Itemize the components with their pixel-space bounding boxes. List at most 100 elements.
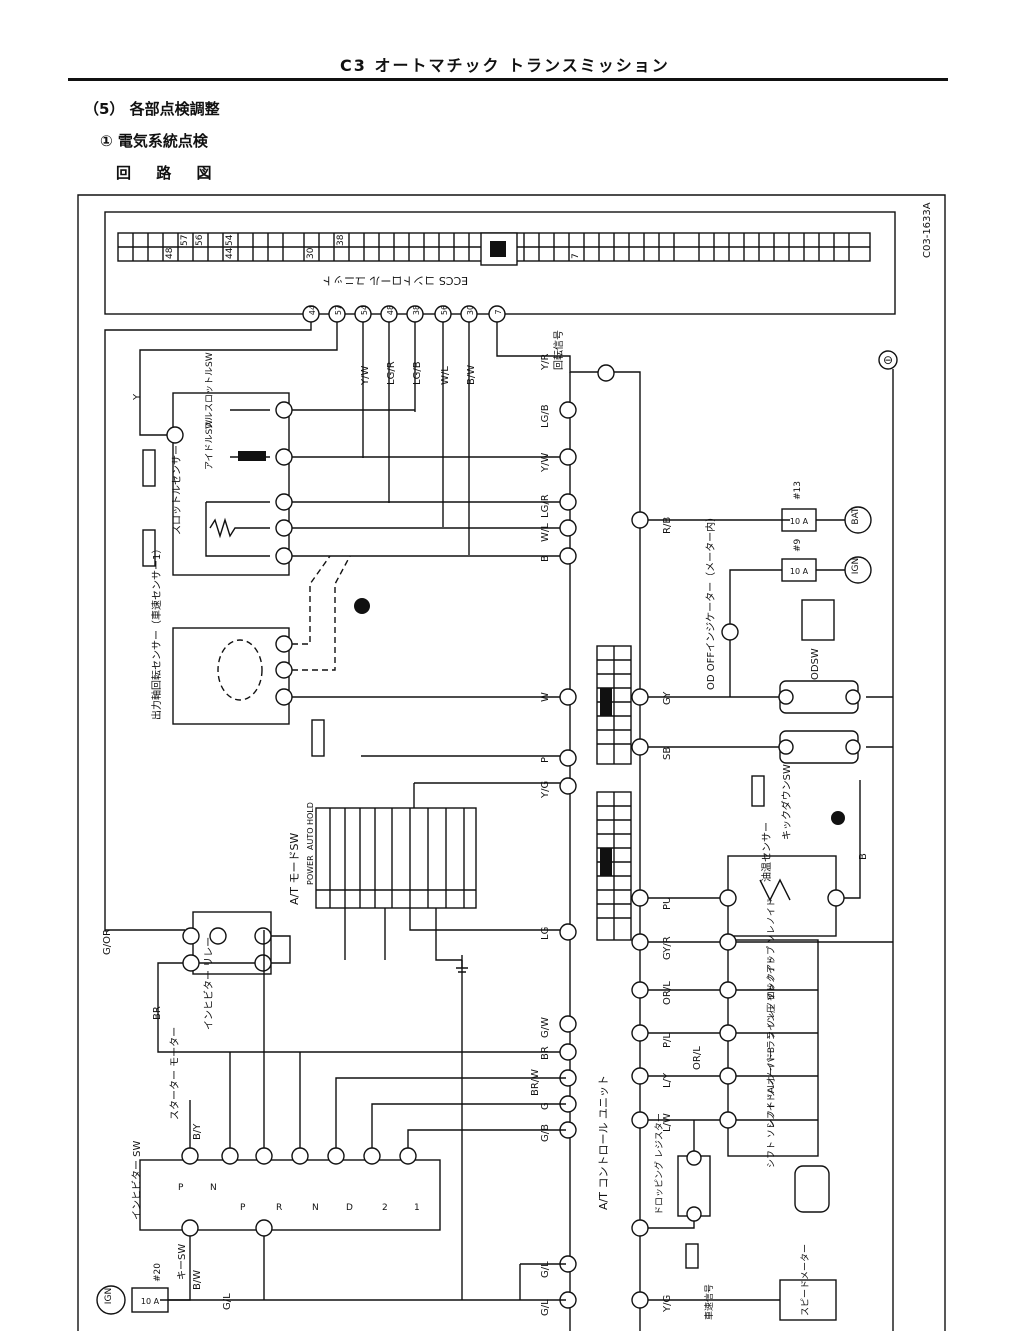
tcu-wire: LG [540,927,551,940]
key-sw-label: キーSW [177,1244,188,1280]
throttle-box [172,392,290,576]
wire-label: LG/B [412,361,423,385]
inh-pos: 1 [414,1203,420,1213]
tcu-wire: W/L [540,523,551,542]
subsection-heading: ① 電気系統点検 [100,132,208,150]
speedometer-box [779,1279,837,1321]
tcu-wire: G/B [540,1124,551,1142]
wire-label-bw: B/W [192,1270,203,1290]
fuse-9-label: #9 [793,538,803,552]
fuse-rating: 10 A [141,1297,160,1306]
tcu-right-pins [631,511,649,1309]
oil-temp-sensor-box [727,855,837,937]
connector-icon [311,719,325,757]
wire-label-y: Y [132,393,143,401]
inh-pos: N [210,1183,217,1193]
od-indicator-label: OD OFFインジケーター（メーター内） [704,512,717,690]
fuse-rating: 10 A [790,567,809,576]
wire-label: LG/R [386,361,397,385]
ecu-hdr-54: 54 [225,234,235,246]
tcu-wire-r: L/W [662,1113,673,1132]
speed-signal-label: 車速信号 [703,1284,715,1320]
solenoid-box [727,939,819,1157]
bat-terminal [844,506,872,534]
kickdown-sw-label: キックダウンSW [780,764,793,840]
ground-terminal [878,350,898,370]
figure-code: C03-1633A [922,202,933,258]
tcu-wire-r: L/Y [662,1072,673,1088]
tcu-wire-r: GY [662,691,673,705]
fuse-20-label: #20 [153,1263,163,1282]
inh-pos: 2 [382,1203,388,1213]
ecu-hdr-30: 30 [306,247,316,259]
tcu-wire: LG/B [540,404,551,428]
od-indicator-icon [721,623,739,641]
tcu-wire: BR/W [530,1069,541,1096]
ecu-pin-label: 38 [412,305,421,315]
ecu-hdr-48: 48 [165,247,175,259]
ecu-hdr-7: 7 [571,253,581,259]
mode-col-hold: HOLD [306,802,315,825]
mode-col-auto: AUTO [306,827,315,850]
ign-terminal [844,556,872,584]
mode-sw-label: A/T モードSW [288,833,301,905]
connector-icon [142,449,156,487]
shift-sol-b-label: シフト ソレノイドB [767,1047,777,1128]
full-throttle-label: フルスロットルSW [205,352,215,430]
wire-label: W/L [440,366,451,385]
rev-signal-label: 回転信号 [553,330,565,370]
od-sw-label: ODSW [810,648,821,680]
inhibitor-sw-box [139,1159,441,1231]
ign-label: IGN [851,558,861,574]
tcu-wire-r: P/L [662,1033,673,1048]
wire-label-gl: G/L [222,1293,233,1310]
probe-icon [354,598,370,614]
tcu-trunk-right [606,371,641,1331]
wire-y [104,322,312,931]
oil-temp-label: 油温センサー [760,822,773,882]
tcu-label: A/T コントロール ユニット [597,1075,610,1210]
tcu-wire-r: PU [662,897,673,910]
wire-label-br: BR [152,1006,163,1020]
tcu-wire: Y/G [540,781,551,799]
fuse-13-label: #13 [793,481,803,500]
probe-icon [831,811,845,825]
inh-pos: N [312,1203,319,1213]
speedometer-label: スピードメーター [800,1244,811,1316]
ecu-hdr-57: 57 [180,235,190,246]
ecu-hdr-44: 44 [225,247,235,259]
ign-terminal-bottom [96,1285,126,1315]
tcu-left-pins [559,401,577,1309]
speed-sensor-label: 出力軸回転センサー（車速センサー1） [150,544,163,720]
shift-sol-a-label: シフト ソレノイドA [767,1086,777,1168]
mode-sw-box [315,807,477,909]
inhibitor-pins [181,1147,417,1237]
wire-label: B/W [466,365,477,385]
solenoid-connector-icon [794,1165,830,1213]
ecu-hdr-38: 38 [336,234,346,246]
section-heading: （5） 各部点検調整 [84,100,220,118]
wire-label-b: B [858,853,869,860]
mode-col-power: POWER [306,855,315,885]
wire-label-gor: G/OR [102,929,113,955]
connector-icon [751,775,765,807]
tcu-wire: LG/R [540,494,551,518]
wire-label: Y/W [360,366,371,386]
tcu-wire: W [540,692,551,702]
ecu-pin-label: 57 [334,305,343,315]
fuse-rating: 10 A [790,517,809,526]
ecu-pin-label: 54 [360,305,369,315]
ign-label-bottom: IGN [104,1288,114,1304]
wire-label-orl: OR/L [692,1046,703,1070]
dropping-resistor-label: ドロッピング レジスター [653,1113,665,1215]
inh-pos: P [240,1203,246,1213]
tcu-wire: G [540,1102,551,1110]
header-rule [68,78,948,81]
eccs-connector [117,232,871,266]
throttle-sensor-label: スロットルセンサー [171,445,183,535]
overrun-sol-label: オーバーラン ソレノイド [766,983,777,1085]
tcu-wire: G/W [540,1017,551,1038]
inh-pos: R [276,1203,282,1213]
tcu-wire: Y/W [540,453,551,473]
